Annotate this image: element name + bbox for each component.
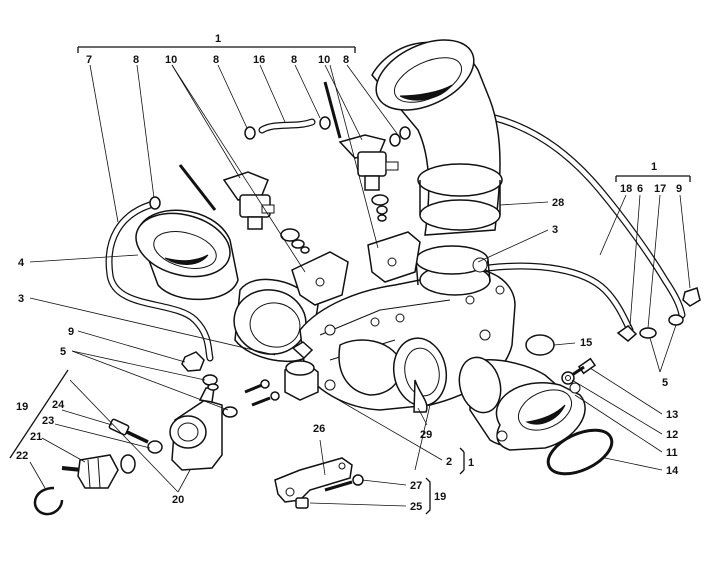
air-screw-assembly-left xyxy=(178,164,310,254)
label-8d: 8 xyxy=(343,54,349,66)
label-23: 23 xyxy=(42,415,54,427)
label-10a: 10 xyxy=(165,54,177,66)
label-8a: 8 xyxy=(133,54,139,66)
bracket-26 xyxy=(274,457,364,509)
label-16: 16 xyxy=(253,54,265,66)
vacuum-hose-top xyxy=(258,118,316,134)
label-9-left: 9 xyxy=(68,326,74,338)
label-9-right: 9 xyxy=(676,183,682,195)
label-8b: 8 xyxy=(213,54,219,66)
nut-9-left xyxy=(181,351,205,372)
label-10b: 10 xyxy=(318,54,330,66)
label-15: 15 xyxy=(580,337,592,349)
label-3-left: 3 xyxy=(18,293,24,305)
label-7: 7 xyxy=(86,54,92,66)
label-top-group: 1 xyxy=(215,33,221,45)
screw-13-washer-12 xyxy=(561,357,597,385)
vacuum-hose-right-long xyxy=(491,114,686,319)
leader-lines xyxy=(9,46,691,515)
label-17: 17 xyxy=(654,183,666,195)
label-1-bracket: 1 xyxy=(468,457,474,469)
label-20: 20 xyxy=(172,494,184,506)
bolts-center-left xyxy=(244,379,280,407)
label-6: 6 xyxy=(637,183,643,195)
cover-plate-left xyxy=(291,251,349,306)
hose-clamp-8 xyxy=(149,116,411,210)
label-24: 24 xyxy=(52,399,65,411)
label-right-group: 1 xyxy=(651,161,657,173)
label-8c: 8 xyxy=(291,54,297,66)
label-27: 27 xyxy=(410,480,422,492)
cover-plate-right xyxy=(367,231,421,283)
label-19-left: 19 xyxy=(16,401,28,413)
circlip-22 xyxy=(33,486,64,516)
label-12: 12 xyxy=(666,429,678,441)
label-2: 2 xyxy=(446,456,452,468)
label-5-right: 5 xyxy=(662,377,668,389)
air-screw-assembly-right xyxy=(323,81,399,222)
label-21: 21 xyxy=(30,431,42,443)
adapter-fitting xyxy=(284,341,319,401)
coupling-sleeve-left xyxy=(233,278,319,363)
label-26: 26 xyxy=(313,423,325,435)
callout-labels: 1 7 8 10 8 16 8 10 8 1 18 6 17 9 28 3 4 … xyxy=(16,33,682,513)
label-14: 14 xyxy=(666,465,679,477)
vacuum-hose-right-short xyxy=(484,262,634,334)
screw-24-washer-23 xyxy=(108,418,163,454)
vacuum-hose-left xyxy=(105,201,214,362)
sensor-21 xyxy=(61,454,136,489)
label-4: 4 xyxy=(18,257,25,269)
label-29: 29 xyxy=(420,429,432,441)
label-13: 13 xyxy=(666,409,678,421)
label-11: 11 xyxy=(666,447,678,459)
intake-manifold-11 xyxy=(458,356,586,451)
label-18: 18 xyxy=(620,183,632,195)
label-22: 22 xyxy=(16,450,28,462)
label-19-bracket: 19 xyxy=(434,491,446,503)
label-28: 28 xyxy=(552,197,564,209)
label-25: 25 xyxy=(410,501,422,513)
o-ring-14 xyxy=(546,428,614,476)
label-5-left: 5 xyxy=(60,346,66,358)
sensor-housing-20 xyxy=(169,383,223,471)
intake-duct-28 xyxy=(371,39,503,236)
intake-bell-4 xyxy=(135,209,239,301)
label-3-right: 3 xyxy=(552,224,558,236)
